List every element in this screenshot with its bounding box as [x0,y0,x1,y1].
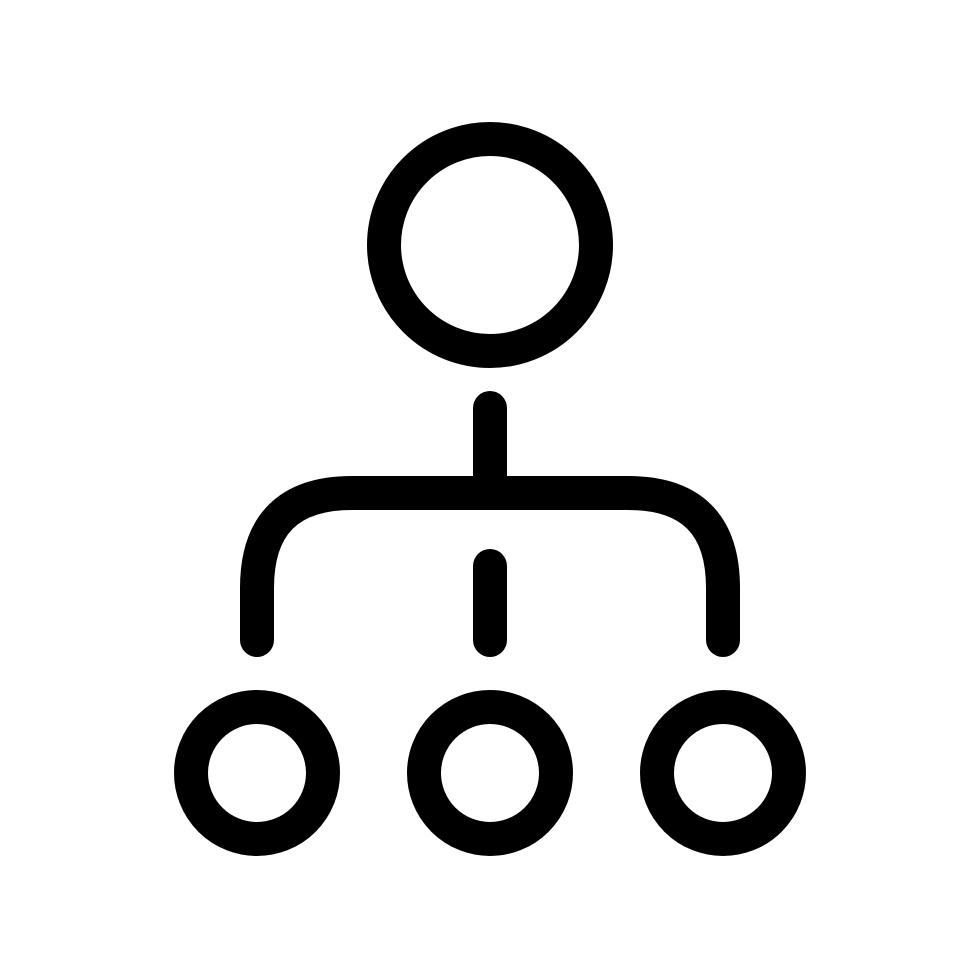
bottom-right-node-circle [640,690,806,856]
bottom-middle-node-circle [407,690,573,856]
bottom-left-node-circle [174,690,340,856]
top-node-circle [367,122,613,368]
branch-connector [240,476,740,657]
